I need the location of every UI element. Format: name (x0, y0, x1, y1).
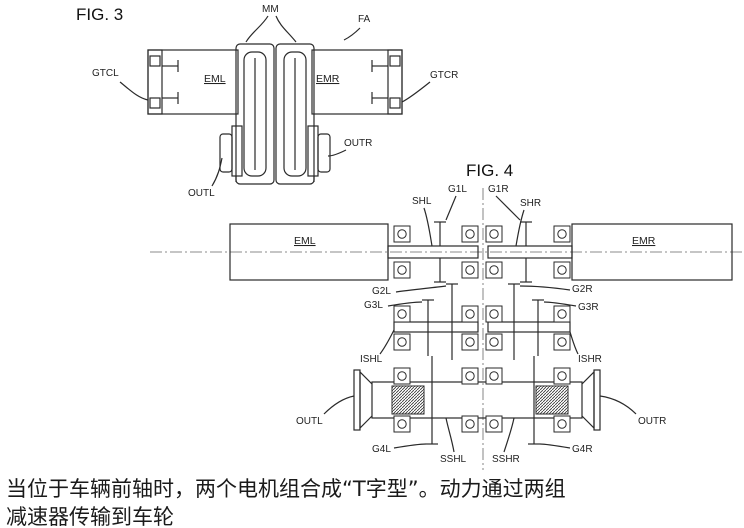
fig3-title: FIG. 3 (76, 5, 123, 24)
fig3-right-gearbox (275, 43, 315, 185)
label-g1l: G1L (448, 184, 467, 195)
label-fig3-outr: OUTR (344, 138, 372, 149)
fig4-flange-left (359, 370, 373, 430)
label-g3l: G3L (364, 300, 383, 311)
label-g4r: G4R (572, 444, 593, 455)
fig4-group: FIG. 4 EML EMR (150, 161, 744, 470)
label-mm: MM (262, 4, 279, 15)
label-fig4-outl: OUTL (296, 416, 323, 427)
label-g2l: G2L (372, 286, 391, 297)
fig4-flange-right (581, 370, 595, 430)
label-sshr: SSHR (492, 454, 520, 465)
label-ishr: ISHR (578, 354, 602, 365)
label-fig4-outr: OUTR (638, 416, 666, 427)
label-g1r: G1R (488, 184, 509, 195)
label-g4l: G4L (372, 444, 391, 455)
label-g3r: G3R (578, 302, 599, 313)
label-fig3-outl: OUTL (188, 188, 215, 199)
label-shl: SHL (412, 196, 432, 207)
label-fig3-eml: EML (204, 73, 226, 85)
label-fig4-emr: EMR (632, 235, 656, 247)
caption: 当位于车辆前轴时，两个电机组合成“T字型”。动力通过两组 减速器传输到车轮 (6, 475, 742, 527)
fig3-group: FIG. 3 MM FA (76, 4, 458, 199)
fig3-output-right (317, 133, 331, 173)
label-fig3-emr: EMR (316, 73, 340, 85)
label-ishl: ISHL (360, 354, 383, 365)
fig4-title: FIG. 4 (466, 161, 513, 180)
fig3-output-left (219, 133, 233, 173)
caption-line-2: 减速器传输到车轮 (6, 505, 174, 527)
label-fa: FA (358, 14, 371, 25)
label-sshl: SSHL (440, 454, 467, 465)
label-shr: SHR (520, 198, 541, 209)
label-g2r: G2R (572, 284, 593, 295)
label-gtcr: GTCR (430, 70, 458, 81)
label-fig4-eml: EML (294, 235, 316, 247)
caption-line-1: 当位于车辆前轴时，两个电机组合成“T字型”。动力通过两组 (6, 477, 566, 501)
label-gtcl: GTCL (92, 68, 119, 79)
fig3-left-gearbox (235, 43, 275, 185)
patent-drawing: FIG. 3 MM FA (76, 4, 744, 470)
